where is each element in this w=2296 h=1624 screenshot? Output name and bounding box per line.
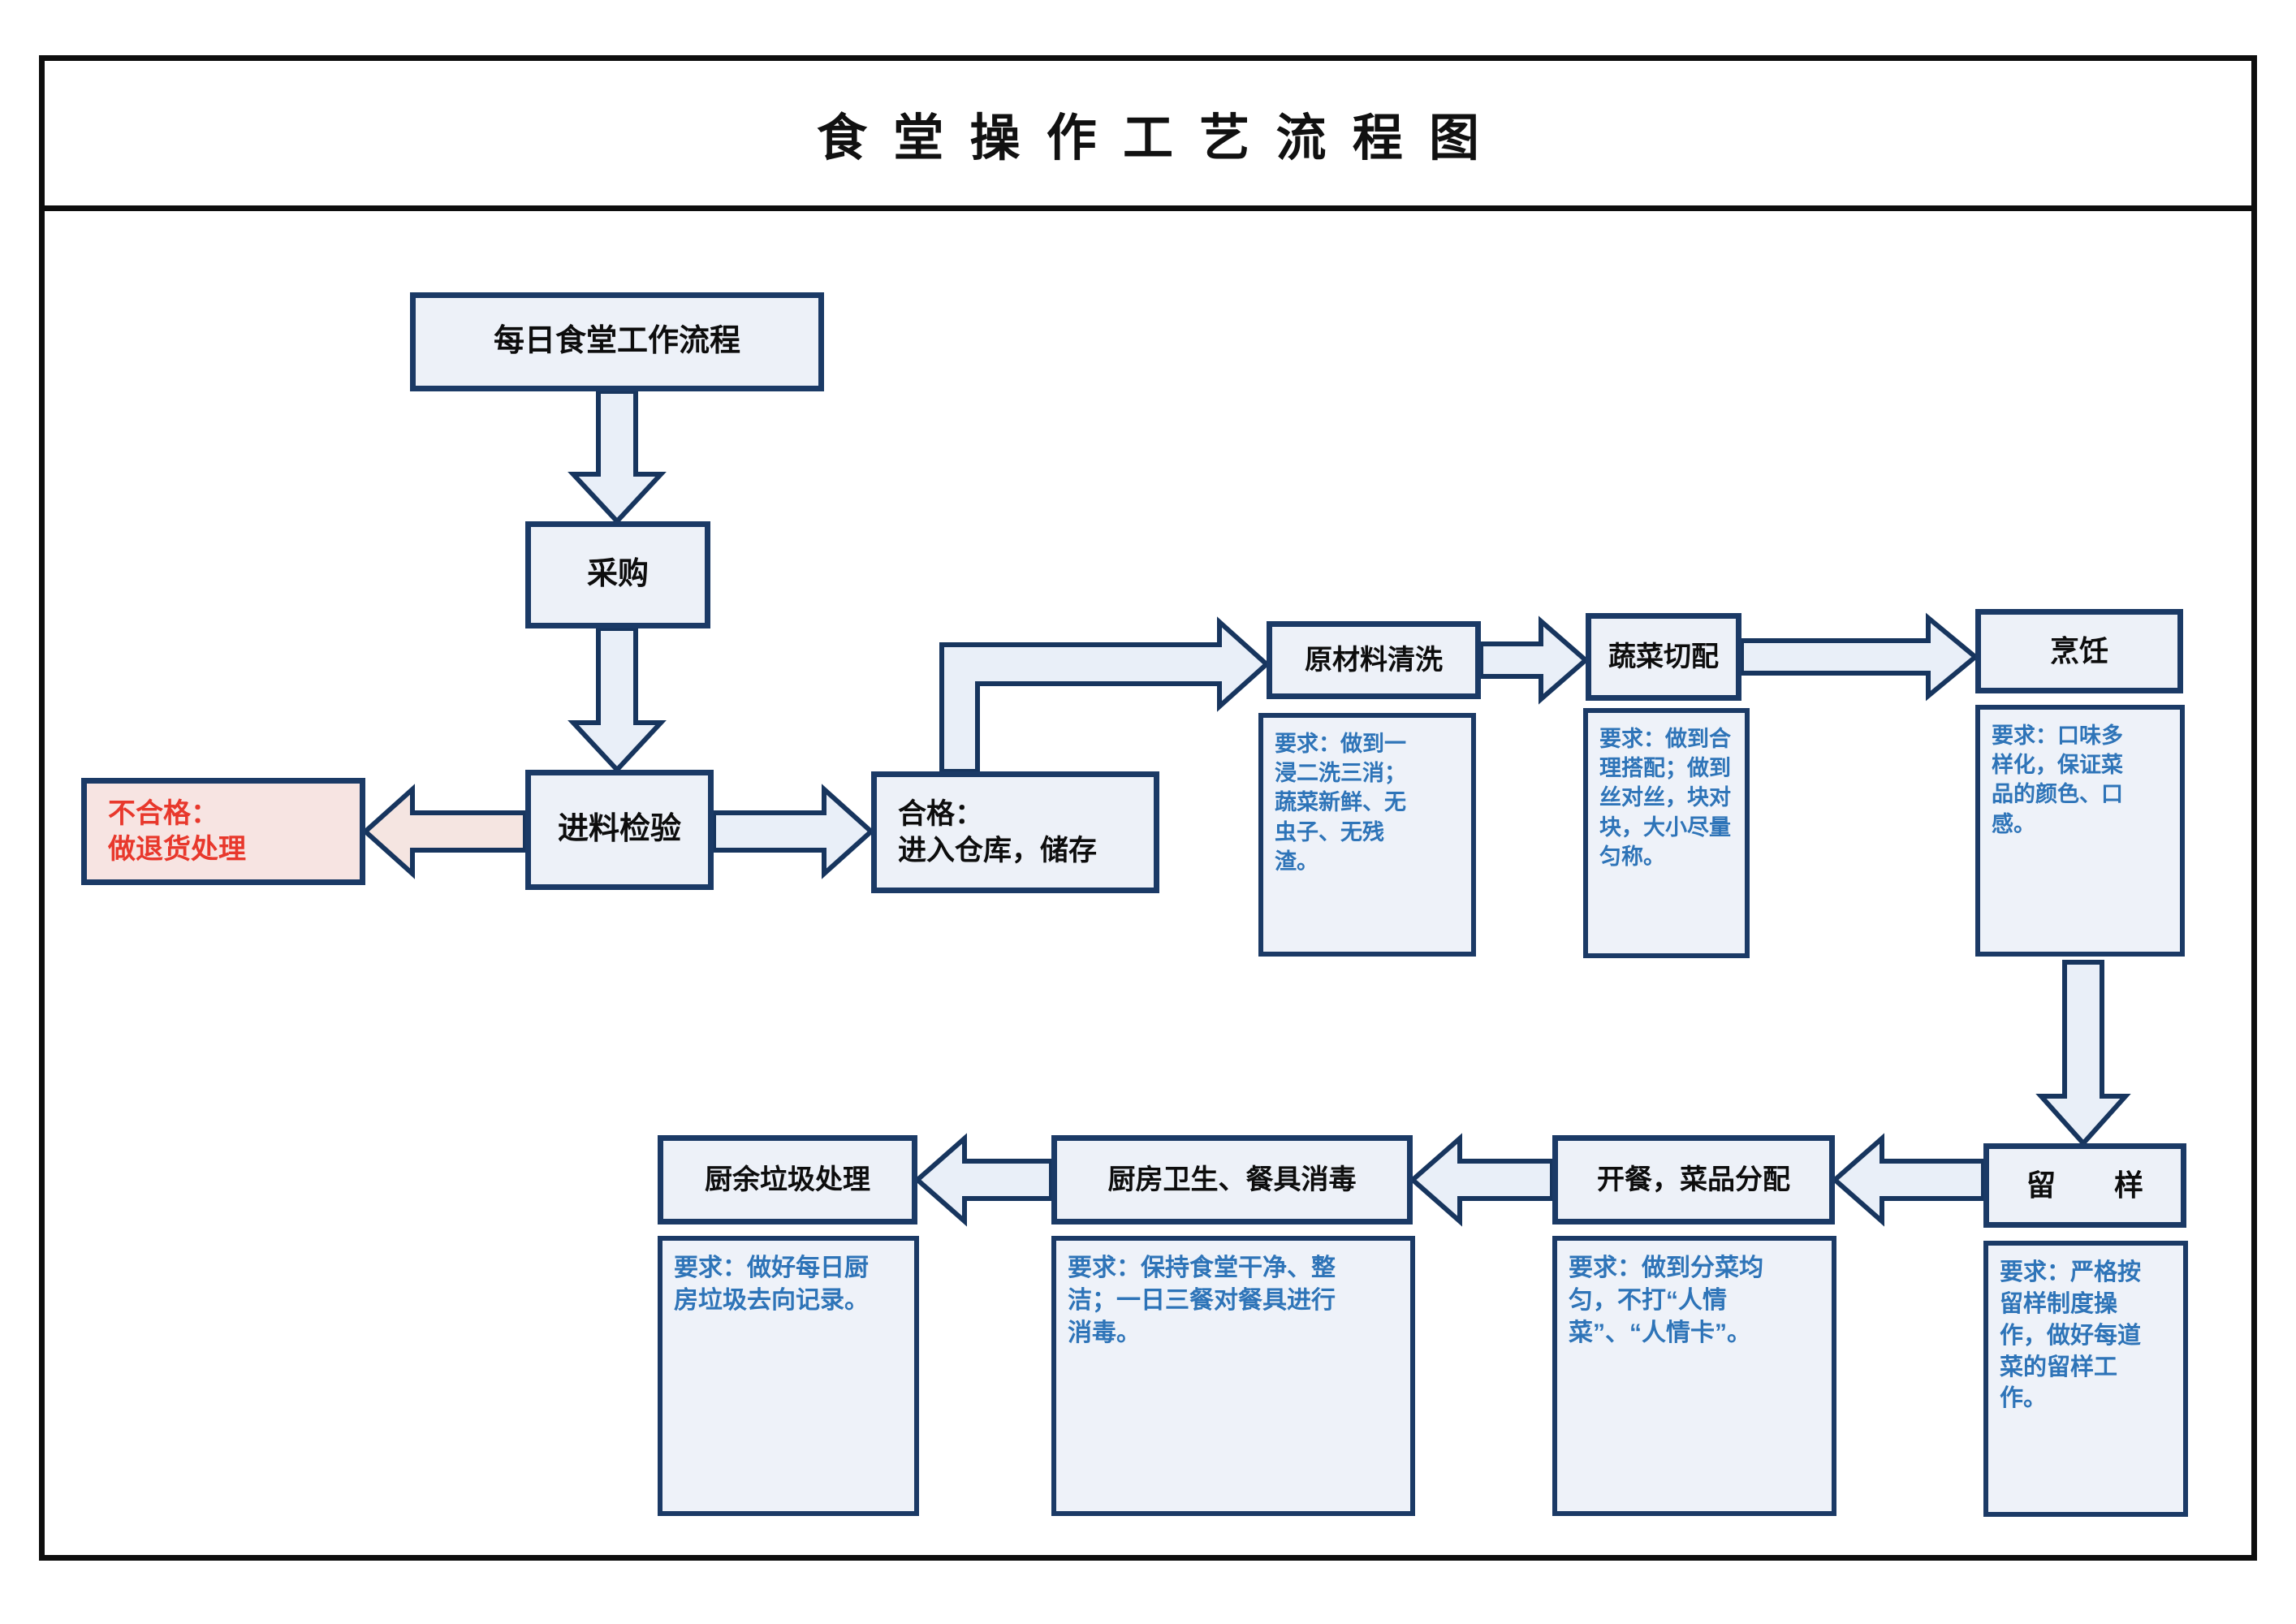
note-kitchen-hygiene: 要求：保持食堂干净、整 洁；一日三餐对餐具进行 消毒。 (1051, 1236, 1415, 1516)
arrow-right-washing-to-cutting (1478, 615, 1590, 705)
note-sampling: 要求：严格按 留样制度操 作，做好每道 菜的留样工 作。 (1983, 1241, 2188, 1517)
arrow-left-hygiene-to-waste (913, 1133, 1054, 1227)
flow-box-cooking: 烹饪 (1975, 609, 2183, 693)
note-vegetable-cutting: 要求：做到合 理搭配；做到 丝对丝，块对 块，大小尽量 匀称。 (1583, 708, 1750, 958)
flow-box-serving: 开餐，菜品分配 (1552, 1135, 1835, 1224)
arrow-right-cutting-to-cooking (1739, 612, 1979, 702)
flow-box-kitchen-hygiene: 厨房卫生、餐具消毒 (1051, 1135, 1413, 1224)
note-waste-disposal: 要求：做好每日厨 房垃圾去向记录。 (658, 1236, 919, 1516)
arrow-down-cooking-to-sampling (2035, 960, 2131, 1147)
page-title: 食堂操作工艺流程图 (817, 110, 1506, 166)
flow-box-daily-process: 每日食堂工作流程 (410, 292, 824, 391)
note-cooking: 要求：口味多 样化，保证菜 品的颜色、口 感。 (1975, 705, 2185, 957)
flow-box-inspection: 进料检验 (525, 770, 714, 890)
flow-box-raw-material-washing: 原材料清洗 (1267, 621, 1481, 699)
arrow-left-inspection-to-reject (361, 784, 528, 879)
arrow-right-inspection-to-qualified (711, 784, 875, 879)
arrow-elbow-qualified-to-washing (939, 616, 1271, 774)
flow-box-sampling: 留 样 (1983, 1143, 2186, 1228)
note-serving: 要求：做到分菜均 匀，不打“人情 菜”、“人情卡”。 (1552, 1236, 1836, 1516)
arrow-left-serving-to-hygiene (1409, 1133, 1555, 1227)
arrow-down-purchase-to-inspection (568, 626, 667, 774)
flow-box-purchase: 采购 (525, 521, 710, 628)
title-bar: 食堂操作工艺流程图 (39, 55, 2257, 211)
flow-box-reject: 不合格： 做退货处理 (81, 778, 365, 885)
note-raw-material-washing: 要求：做到一 浸二洗三消； 蔬菜新鲜、无 虫子、无残 渣。 (1258, 713, 1476, 957)
flow-box-waste-disposal: 厨余垃圾处理 (658, 1135, 917, 1224)
flow-box-qualified-storage: 合格： 进入仓库，储存 (871, 771, 1159, 893)
flow-box-vegetable-cutting: 蔬菜切配 (1586, 613, 1741, 701)
arrow-left-sampling-to-serving (1831, 1133, 1986, 1227)
arrow-down-daily-to-purchase (568, 389, 667, 525)
